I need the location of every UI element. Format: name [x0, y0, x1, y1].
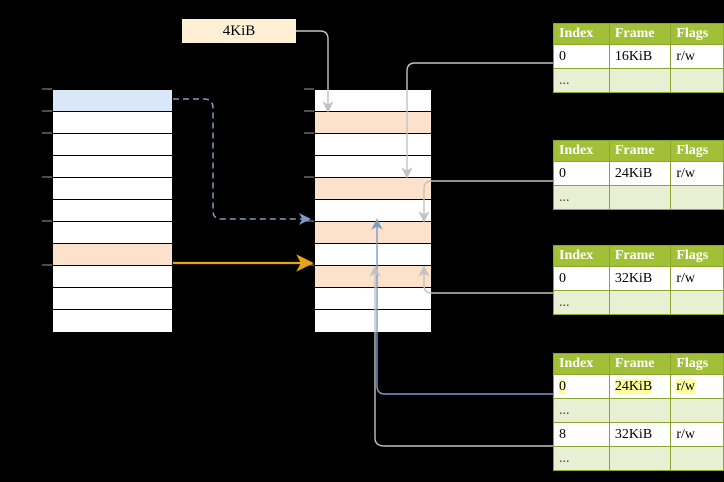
memory-cell [53, 156, 172, 178]
table-cell: 0 [553, 161, 610, 186]
wire-left-blue-dashed [173, 98, 311, 225]
memory-cell [315, 244, 431, 266]
column-header-flags: Flags [670, 23, 724, 45]
memory-cell [53, 222, 172, 244]
memory-cell [315, 266, 431, 288]
memory-cell [53, 310, 172, 332]
table-cell: 24KiB [608, 374, 672, 399]
memory-cell [53, 244, 172, 266]
memory-cell [315, 90, 431, 112]
column-header-frame: Frame [608, 353, 672, 375]
table-cell: 0 [553, 266, 610, 291]
memory-cell [315, 112, 431, 134]
memory-cell [53, 266, 172, 288]
column-header-index: Index [553, 353, 610, 375]
memory-cell [53, 178, 172, 200]
table-cell: r/w [670, 44, 724, 69]
highlighted-value: r/w [676, 378, 695, 394]
page-size-label: 4KiB [182, 19, 296, 43]
table-cell [608, 290, 672, 315]
table-cell: 32KiB [608, 266, 672, 291]
column-header-flags: Flags [670, 245, 724, 267]
table-cell: r/w [670, 374, 724, 399]
table-cell [670, 185, 724, 210]
table-row: ... [553, 68, 724, 93]
table-cell: 0 [553, 374, 610, 399]
wire-table2-to-frame [418, 180, 553, 223]
table-cell: ... [553, 290, 610, 315]
memory-cell [315, 310, 431, 332]
left-column-ticks [42, 88, 52, 266]
table-cell: 16KiB [608, 44, 672, 69]
table-cell: ... [553, 68, 610, 93]
column-header-index: Index [553, 245, 610, 267]
table-cell [670, 398, 724, 423]
table-cell: r/w [670, 161, 724, 186]
highlighted-value: 0 [559, 378, 566, 394]
table-cell [608, 185, 672, 210]
table-cell: ... [553, 446, 610, 471]
table-cell [608, 446, 672, 471]
memory-cell [53, 112, 172, 134]
column-header-flags: Flags [670, 353, 724, 375]
table-cell: r/w [670, 422, 724, 447]
wire-table3-to-frame [418, 265, 553, 294]
memory-cell [315, 156, 431, 178]
table-row: ... [553, 290, 724, 315]
table-cell: 8 [553, 422, 610, 447]
table-cell: ... [553, 185, 610, 210]
virtual-address-space-column [52, 89, 173, 332]
table-row: ... [553, 398, 724, 423]
memory-cell [315, 222, 431, 244]
memory-cell [315, 200, 431, 222]
table-cell: 0 [553, 44, 610, 69]
memory-cell [315, 288, 431, 310]
table-cell: 24KiB [608, 161, 672, 186]
column-header-frame: Frame [608, 140, 672, 162]
column-header-frame: Frame [608, 245, 672, 267]
table-row: ... [553, 185, 724, 210]
table-row: ... [553, 446, 724, 471]
table-cell [608, 68, 672, 93]
table-cell: r/w [670, 266, 724, 291]
column-header-frame: Frame [608, 23, 672, 45]
table-cell [670, 446, 724, 471]
table-cell [670, 68, 724, 93]
table-cell [670, 290, 724, 315]
physical-memory-column [314, 89, 432, 332]
table-cell: ... [553, 398, 610, 423]
column-header-index: Index [553, 23, 610, 45]
memory-cell [53, 134, 172, 156]
highlighted-value: 24KiB [614, 378, 653, 394]
table-cell [608, 398, 672, 423]
middle-column-ticks [304, 88, 314, 266]
memory-cell [53, 200, 172, 222]
column-header-index: Index [553, 140, 610, 162]
memory-cell [315, 178, 431, 200]
memory-cell [53, 90, 172, 112]
table-cell: 32KiB [608, 422, 672, 447]
column-header-flags: Flags [670, 140, 724, 162]
memory-cell [53, 288, 172, 310]
memory-cell [315, 134, 431, 156]
table-row: 0 24KiB r/w [553, 374, 724, 399]
